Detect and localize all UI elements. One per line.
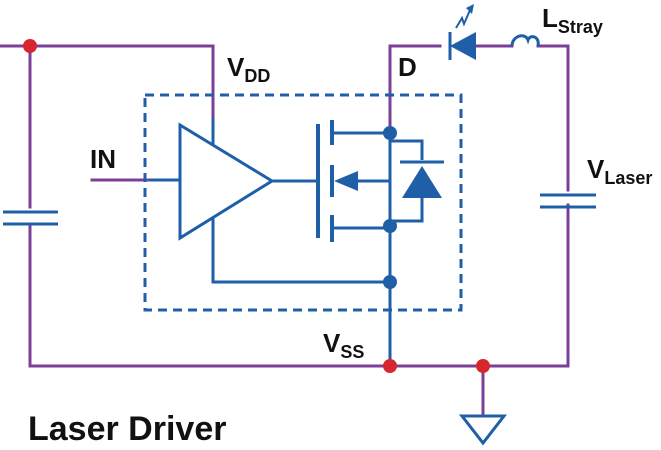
diagram-title: Laser Driver: [28, 410, 226, 448]
label-drain: D: [398, 52, 417, 82]
node-vdd-left: [23, 39, 37, 53]
vdd-rail-wire: [0, 44, 215, 120]
node-drain: [383, 126, 397, 140]
label-vlaser: VLaser: [587, 154, 652, 188]
ground-symbol: [458, 414, 508, 446]
mosfet-symbol: [316, 120, 392, 282]
node-ground: [476, 359, 490, 373]
label-in: IN: [90, 144, 116, 174]
driver-ic-boundary: [143, 93, 463, 312]
label-vdd: VDD: [227, 52, 270, 86]
drain-top-wire: [388, 44, 442, 128]
node-source: [383, 219, 397, 233]
ground-rail-wire: [388, 203, 570, 368]
node-amp-gnd: [383, 275, 397, 289]
internal-circuit: [150, 118, 444, 366]
junction-nodes: [23, 39, 490, 373]
label-lstray: LStray: [542, 3, 603, 37]
amplifier-symbol: [178, 122, 275, 241]
supply-capacitor: [3, 210, 58, 226]
stray-inductor: [510, 34, 540, 47]
node-vss-left: [383, 359, 397, 373]
supply-cap-lower-wire: [28, 222, 392, 368]
body-diode: [390, 139, 444, 223]
laser-diode: [448, 4, 476, 60]
laser-capacitor: [540, 193, 596, 209]
label-vss: VSS: [323, 328, 364, 362]
